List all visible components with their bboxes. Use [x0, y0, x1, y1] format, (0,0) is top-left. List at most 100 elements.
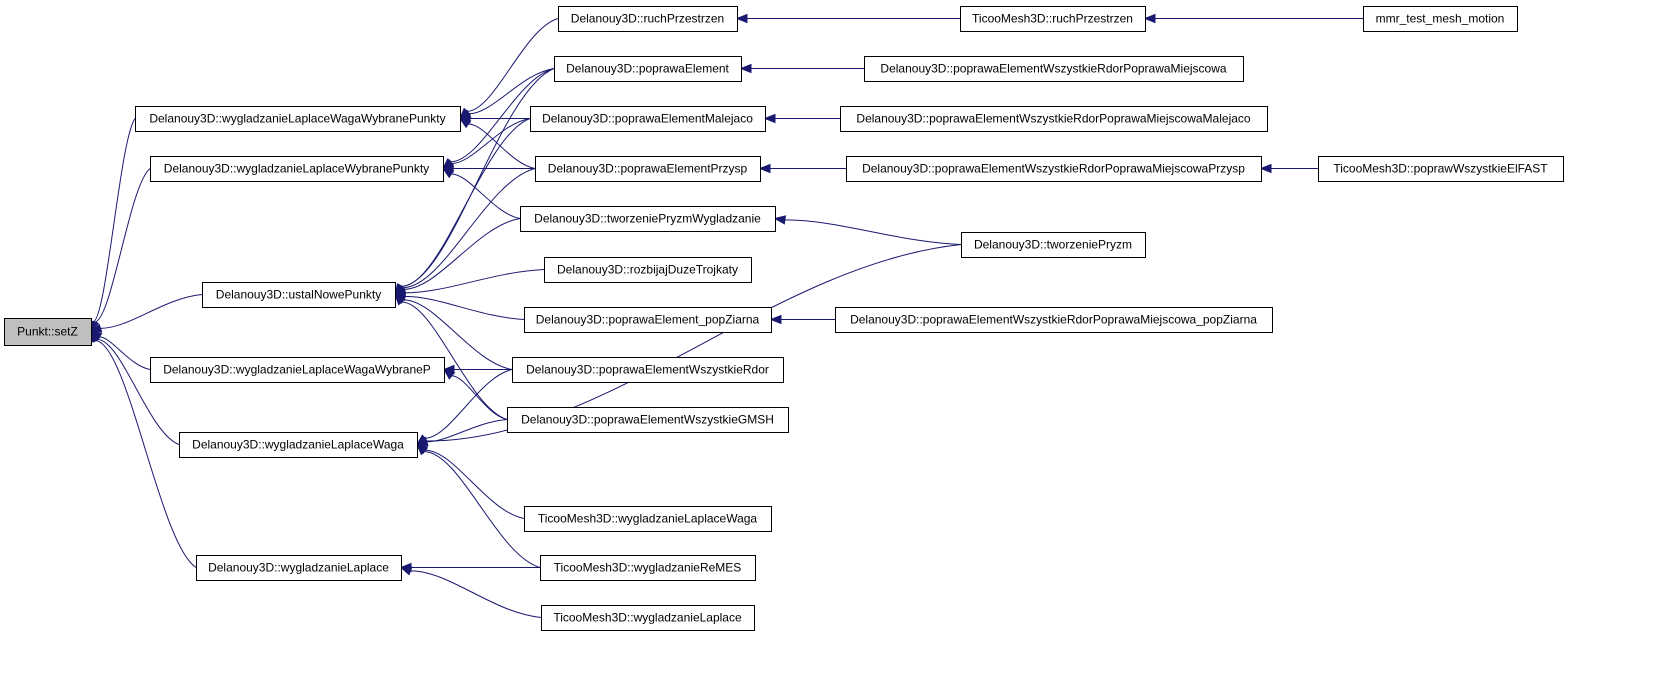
node-label: TicooMesh3D::poprawWszystkieElFAST [1333, 162, 1548, 176]
node-box[interactable] [840, 106, 1268, 132]
node-box[interactable] [202, 282, 396, 308]
arrowhead-tp-to-wlw [415, 436, 429, 446]
node-box[interactable] [196, 555, 402, 581]
node-label: Delanouy3D::poprawaElementWszystkieRdorP… [850, 313, 1257, 327]
node-box[interactable] [535, 156, 761, 182]
node-ticoomesh3d-wygladzanielaplace[interactable]: TicooMesh3D::wygladzanieLaplace [541, 605, 755, 631]
arrowhead-tp-to-tpw [773, 215, 787, 225]
node-label: Delanouy3D::poprawaElement_popZiarna [536, 313, 760, 327]
arrowhead-ruchT-to-ruchD [735, 13, 748, 24]
edge-pe-to-wlwwp [468, 68, 555, 115]
node-box[interactable] [1318, 156, 1564, 182]
arrowhead-unp-to-setZ [89, 323, 103, 333]
node-box[interactable] [524, 506, 772, 532]
node-delanouy3d-poprawaelement-popziarna[interactable]: Delanouy3D::poprawaElement_popZiarna [524, 307, 772, 333]
node-box[interactable] [4, 318, 92, 346]
node-label: Delanouy3D::poprawaElementWszystkieGMSH [521, 413, 774, 427]
node-delanouy3d-wygladzanielaplacewagawybranepunkty[interactable]: Delanouy3D::wygladzanieLaplaceWagaWybran… [135, 106, 461, 132]
node-delanouy3d-poprawaelementwszystkierdorpoprawamiejscowa-popziarna[interactable]: Delanouy3D::poprawaElementWszystkieRdorP… [835, 307, 1273, 333]
node-box[interactable] [544, 257, 752, 283]
node-label: TicooMesh3D::ruchPrzestrzen [972, 12, 1133, 26]
node-label: Delanouy3D::tworzeniePryzmWygladzanie [534, 212, 761, 226]
node-delanouy3d-rozbijajduzetrojkaty[interactable]: Delanouy3D::rozbijajDuzeTrojkaty [544, 257, 752, 283]
node-label: TicooMesh3D::wygladzanieLaplace [553, 611, 742, 625]
edge-pewr-to-unp [403, 299, 513, 370]
arrowhead-pewg-to-unp [394, 293, 406, 306]
node-box[interactable] [524, 307, 772, 333]
arrowhead-pewg-to-wlwwP [442, 368, 456, 380]
node-delanouy3d-poprawaelementwszystkierdorpoprawamiejscowaprzysp[interactable]: Delanouy3D::poprawaElementWszystkieRdorP… [846, 156, 1262, 182]
edge-wlw-to-setZ [97, 338, 180, 445]
edge-wlwwp-to-setZ [92, 118, 136, 323]
node-label: Delanouy3D::poprawaElementWszystkieRdorP… [880, 62, 1226, 76]
node-ticoomesh3d-wygladzanielaplacewaga[interactable]: TicooMesh3D::wygladzanieLaplaceWaga [524, 506, 772, 532]
node-box[interactable] [150, 156, 444, 182]
node-label: Delanouy3D::wygladzanieLaplaceWagaWybran… [149, 112, 445, 126]
node-box[interactable] [512, 357, 784, 383]
node-box[interactable] [540, 555, 756, 581]
node-box[interactable] [530, 106, 766, 132]
node-delanouy3d-poprawaelementwszystkiegmsh[interactable]: Delanouy3D::poprawaElementWszystkieGMSH [507, 407, 789, 433]
arrowhead-tpwef-to-pewrpmp [1259, 163, 1272, 174]
edge-twr-to-wlw [424, 451, 541, 568]
arrowhead-pep-to-wlwwp [458, 117, 472, 129]
edge-pem-to-wlwp [451, 118, 531, 165]
node-box[interactable] [558, 6, 738, 32]
node-box[interactable] [507, 407, 789, 433]
edge-wlwwP-to-setZ [99, 336, 151, 370]
node-mmr-test-mesh-motion[interactable]: mmr_test_mesh_motion [1363, 6, 1518, 32]
node-label: Delanouy3D::wygladzanieLaplaceWagaWybran… [163, 363, 431, 377]
node-delanouy3d-wygladzanielaplace[interactable]: Delanouy3D::wygladzanieLaplace [196, 555, 402, 581]
node-ticoomesh3d-poprawwszystkieelfast[interactable]: TicooMesh3D::poprawWszystkieElFAST [1318, 156, 1564, 182]
node-delanouy3d-poprawaelement[interactable]: Delanouy3D::poprawaElement [554, 56, 742, 82]
node-label: Delanouy3D::ustalNowePunkty [216, 288, 381, 302]
node-label: TicooMesh3D::wygladzanieLaplaceWaga [538, 512, 758, 526]
arrowhead-twl-to-wl [399, 566, 413, 576]
node-delanouy3d-poprawaelementprzysp[interactable]: Delanouy3D::poprawaElementPrzysp [535, 156, 761, 182]
node-label: Delanouy3D::poprawaElementMalejaco [542, 112, 753, 126]
edge-pem-to-unp [401, 118, 531, 288]
node-delanouy3d-poprawaelementwszystkierdorpoprawamiejscowa[interactable]: Delanouy3D::poprawaElementWszystkieRdorP… [864, 56, 1244, 82]
arrowhead-mmr-to-ruchT [1143, 13, 1156, 24]
node-label: Delanouy3D::poprawaElementWszystkieRdorP… [862, 162, 1245, 176]
node-box[interactable] [520, 206, 776, 232]
node-delanouy3d-ruchprzestrzen[interactable]: Delanouy3D::ruchPrzestrzen [558, 6, 738, 32]
edge-pep-to-unp [402, 168, 536, 289]
node-delanouy3d-ustalnowepunkty[interactable]: Delanouy3D::ustalNowePunkty [202, 282, 396, 308]
node-box[interactable] [961, 232, 1146, 258]
node-punkt-setz[interactable]: Punkt::setZ [4, 318, 92, 346]
node-delanouy3d-tworzeniepryzm[interactable]: Delanouy3D::tworzeniePryzm [961, 232, 1146, 258]
node-delanouy3d-poprawaelementmalejaco[interactable]: Delanouy3D::poprawaElementMalejaco [530, 106, 766, 132]
node-box[interactable] [1363, 6, 1518, 32]
arrowhead-pewrpmp-to-pep [758, 163, 771, 174]
node-delanouy3d-wygladzanielaplacewybranepunkty[interactable]: Delanouy3D::wygladzanieLaplaceWybranePun… [150, 156, 444, 182]
node-delanouy3d-poprawaelementwszystkierdor[interactable]: Delanouy3D::poprawaElementWszystkieRdor [512, 357, 784, 383]
node-box[interactable] [846, 156, 1262, 182]
node-box[interactable] [541, 605, 755, 631]
node-delanouy3d-poprawaelementwszystkierdorpoprawamiejscowamalejaco[interactable]: Delanouy3D::poprawaElementWszystkieRdorP… [840, 106, 1268, 132]
node-delanouy3d-tworzeniepryzmwygladzanie[interactable]: Delanouy3D::tworzeniePryzmWygladzanie [520, 206, 776, 232]
node-box[interactable] [554, 56, 742, 82]
node-box[interactable] [835, 307, 1273, 333]
edge-tp-to-wlw [426, 244, 962, 442]
node-box[interactable] [150, 357, 445, 383]
node-label: Delanouy3D::tworzeniePryzm [974, 238, 1132, 252]
node-ticoomesh3d-wygladzanieremes[interactable]: TicooMesh3D::wygladzanieReMES [540, 555, 756, 581]
node-box[interactable] [864, 56, 1244, 82]
node-label: Delanouy3D::poprawaElementWszystkieRdor [526, 363, 769, 377]
node-delanouy3d-wygladzanielaplacewagawybranep[interactable]: Delanouy3D::wygladzanieLaplaceWagaWybran… [150, 357, 445, 383]
arrowhead-pewrpmm-to-pem [763, 113, 776, 124]
node-label: Delanouy3D::poprawaElement [566, 62, 729, 76]
edge-pepz-to-unp [404, 295, 525, 320]
edge-pewr-to-wlw [424, 369, 513, 439]
node-ticoomesh3d-ruchprzestrzen[interactable]: TicooMesh3D::ruchPrzestrzen [960, 6, 1146, 32]
node-box[interactable] [135, 106, 461, 132]
node-box[interactable] [179, 432, 418, 458]
node-box[interactable] [960, 6, 1146, 32]
node-delanouy3d-wygladzanielaplacewaga[interactable]: Delanouy3D::wygladzanieLaplaceWaga [179, 432, 418, 458]
edge-ruchD-to-wlwwp [466, 18, 559, 112]
edge-pewg-to-unp [401, 301, 508, 420]
edge-tpw-to-wlwp [451, 173, 521, 219]
node-label: Delanouy3D::ruchPrzestrzen [571, 12, 724, 26]
